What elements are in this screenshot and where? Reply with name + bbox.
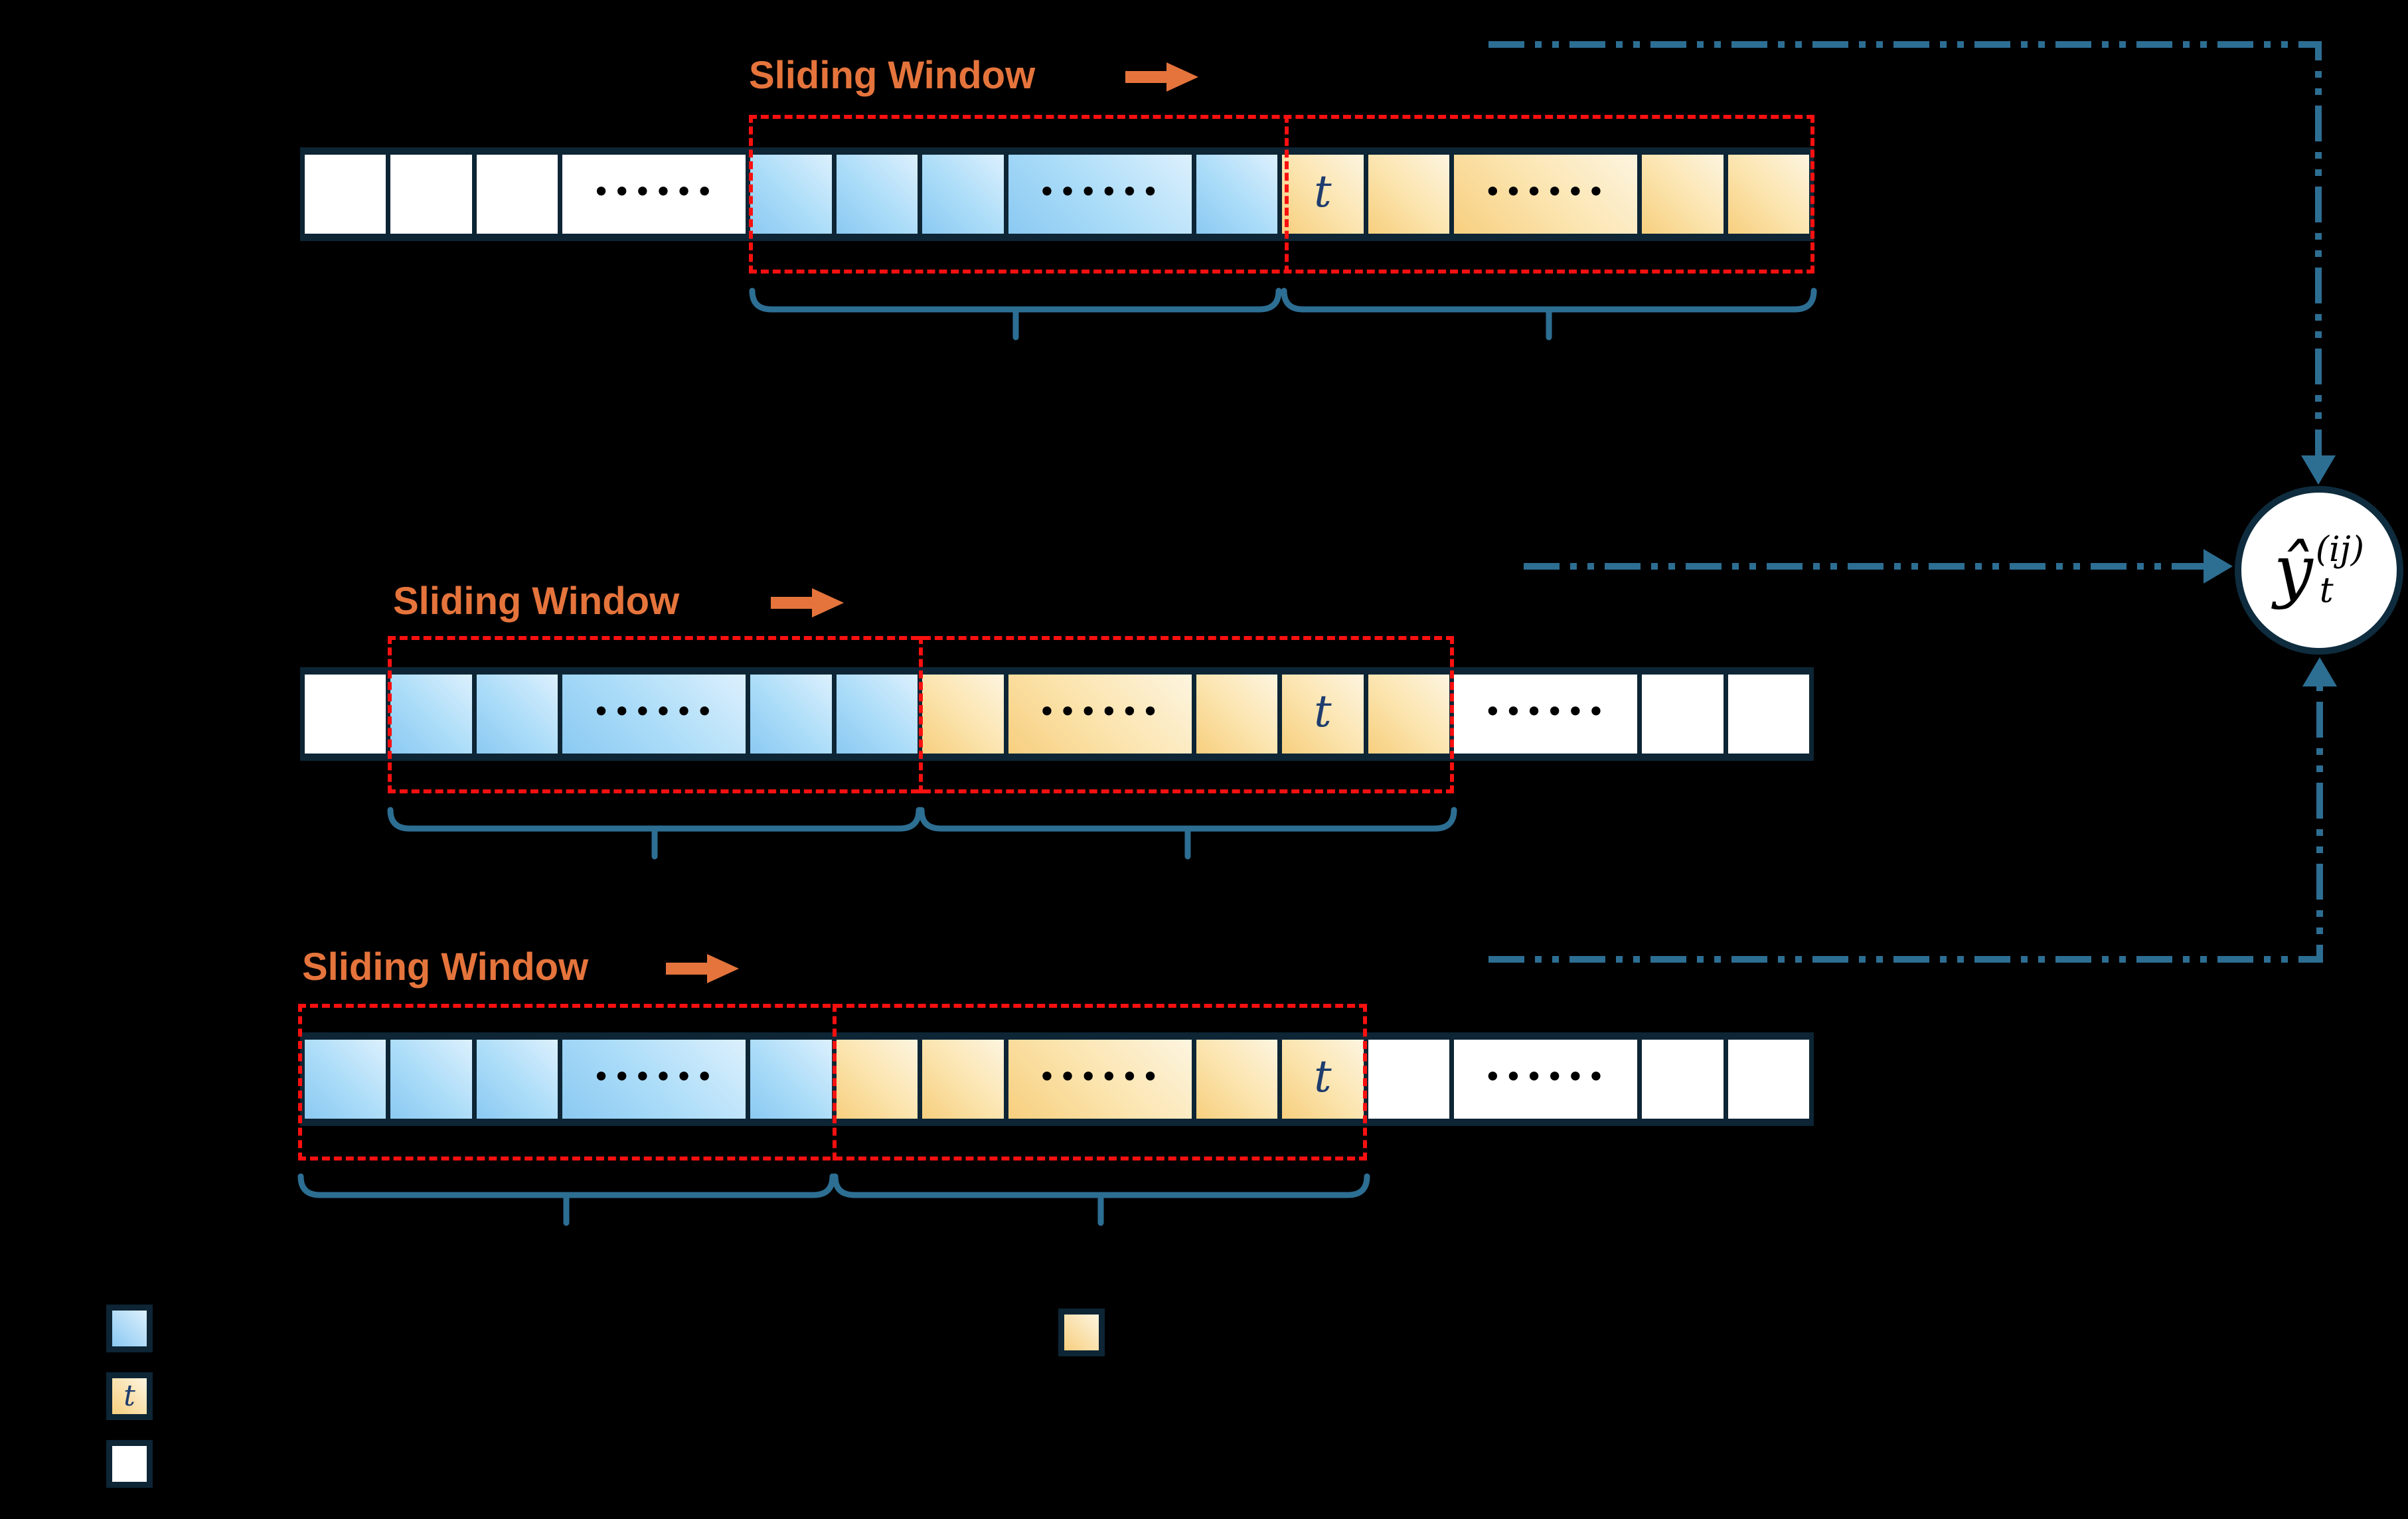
sequence-cell-white — [1727, 675, 1810, 754]
window-split-line — [919, 636, 923, 793]
arrowhead-up-icon — [2302, 657, 2337, 686]
sequence-cell-blue — [836, 155, 918, 234]
series-row-3: •••••• •••••• t •••••• — [300, 1032, 1814, 1126]
sequence-cell-yellow: t — [1282, 675, 1364, 754]
sequence-cell-blue — [750, 155, 832, 234]
sequence-cell-yellow — [922, 1040, 1004, 1119]
sequence-cell-white: •••••• — [562, 155, 746, 234]
sequence-cell-white — [305, 675, 386, 754]
sequence-cell-yellow: •••••• — [1008, 1040, 1192, 1119]
horizon-underbrace — [832, 1173, 1370, 1226]
arrowhead-right-icon — [2204, 549, 2233, 584]
horizon-underbrace — [1281, 287, 1817, 341]
window-box-2 — [388, 636, 1454, 793]
legend-swatch-fill — [112, 1446, 147, 1482]
time-step-t-label: t — [1314, 165, 1332, 217]
arrowhead-down-icon — [2301, 455, 2336, 485]
sequence-cell-blue — [305, 1040, 386, 1119]
right-block-arrow-icon — [666, 954, 739, 983]
sequence-cell-blue: •••••• — [562, 1040, 746, 1119]
sequence-cell-yellow — [836, 1040, 918, 1119]
sequence-cell-white — [390, 155, 472, 234]
sequence-cell-white: •••••• — [1454, 1040, 1638, 1119]
sequence-cell-blue: •••••• — [562, 675, 746, 754]
sequence-cell-white — [476, 155, 558, 234]
legend-swatch-horizon — [1058, 1309, 1105, 1356]
sliding-window-label-1: Sliding Window — [749, 54, 1036, 97]
formula-yhat: ŷ — [2273, 530, 2313, 611]
prediction-node: ŷ (ij) t — [2235, 486, 2403, 655]
sequence-cell-blue — [922, 155, 1004, 234]
time-step-t-label: t — [123, 1379, 135, 1413]
sequence-cell-blue — [750, 675, 832, 754]
history-underbrace — [387, 807, 922, 860]
sequence-cell-yellow — [1368, 675, 1450, 754]
sequence-cell-blue — [390, 675, 472, 754]
formula-subscript: t — [2319, 571, 2334, 611]
window-box-3 — [298, 1004, 1367, 1160]
sequence-cell-yellow: t — [1282, 155, 1364, 234]
legend-swatch-fill — [1064, 1315, 1099, 1350]
window-split-line — [1285, 115, 1289, 274]
sequence-cell-white — [1642, 675, 1724, 754]
sequence-cell-white — [305, 155, 386, 234]
sequence-cell-yellow: t — [1282, 1040, 1364, 1119]
legend-swatch-history — [106, 1305, 153, 1352]
sequence-cell-blue — [836, 675, 918, 754]
sequence-cell-white — [1368, 1040, 1450, 1119]
sequence-cell-yellow: •••••• — [1008, 675, 1192, 754]
window-split-line — [833, 1004, 837, 1160]
right-block-arrow-icon — [1125, 62, 1198, 92]
history-underbrace — [749, 287, 1282, 341]
sequence-cell-blue — [476, 675, 558, 754]
sequence-cell-yellow — [1368, 155, 1450, 234]
legend-swatch-fill: t — [112, 1378, 147, 1414]
legend-swatch-fill — [112, 1311, 147, 1346]
sliding-window-label-2: Sliding Window — [393, 580, 680, 623]
sequence-cell-white — [1642, 1040, 1724, 1119]
time-step-t-label: t — [1314, 685, 1332, 737]
sliding-window-label-3: Sliding Window — [302, 945, 589, 989]
sequence-cell-blue — [750, 1040, 832, 1119]
sequence-cell-blue: •••••• — [1008, 155, 1192, 234]
time-step-t-label: t — [1314, 1050, 1332, 1102]
legend-swatch-current-step: t — [106, 1372, 153, 1420]
history-underbrace — [297, 1173, 836, 1226]
sequence-cell-white — [1727, 1040, 1810, 1119]
right-block-arrow-icon — [771, 588, 844, 617]
legend-swatch-unused — [106, 1440, 153, 1488]
formula-superscript: (ij) — [2315, 530, 2365, 570]
horizon-underbrace — [918, 807, 1457, 860]
sequence-cell-white: •••••• — [1454, 675, 1638, 754]
sequence-cell-blue — [1196, 155, 1278, 234]
sequence-cell-blue — [390, 1040, 472, 1119]
sequence-cell-yellow — [922, 675, 1004, 754]
window-box-1 — [749, 115, 1814, 274]
sequence-cell-yellow — [1196, 675, 1278, 754]
sequence-cell-yellow — [1196, 1040, 1278, 1119]
prediction-formula: ŷ (ij) t — [2274, 532, 2364, 608]
sequence-cell-blue — [476, 1040, 558, 1119]
